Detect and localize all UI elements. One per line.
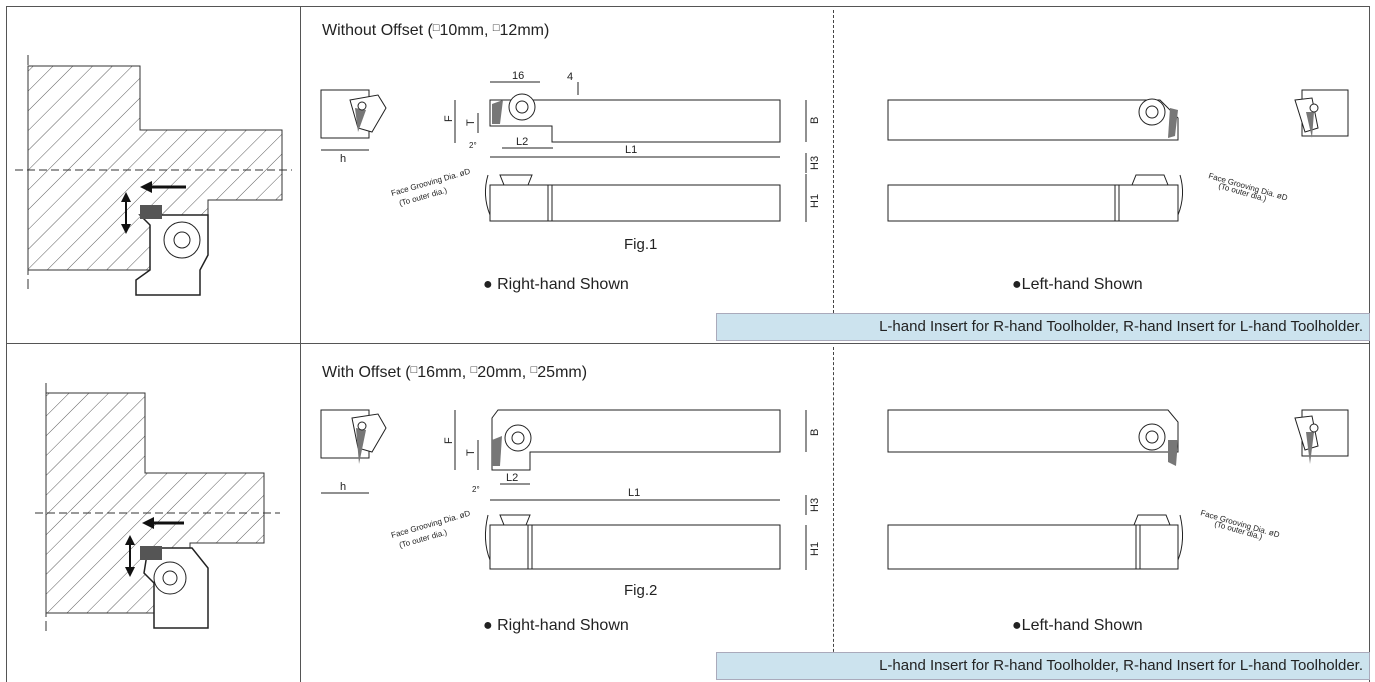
column-divider	[300, 6, 301, 682]
svg-text:L1: L1	[628, 487, 640, 499]
svg-text:B: B	[809, 117, 821, 124]
svg-text:h: h	[340, 153, 346, 165]
figure-label-2: Fig.2	[624, 582, 658, 599]
center-dash-line-1	[833, 10, 834, 338]
center-dash-line-2	[833, 347, 834, 667]
right-hand-caption-2: ● Right-hand Shown	[483, 617, 629, 634]
machining-illustration-2	[35, 383, 280, 635]
svg-text:H3: H3	[809, 156, 821, 170]
svg-text:16: 16	[512, 70, 524, 82]
svg-text:L1: L1	[625, 144, 637, 156]
svg-text:2°: 2°	[469, 141, 477, 150]
svg-text:2°: 2°	[472, 485, 480, 494]
svg-text:H1: H1	[809, 194, 821, 208]
insert-note-1: L-hand Insert for R-hand Toolholder, R-h…	[716, 313, 1370, 341]
svg-text:L2: L2	[506, 472, 518, 484]
table-frame	[6, 6, 1370, 682]
svg-text:F: F	[443, 437, 455, 444]
machining-illustration-1	[15, 55, 292, 296]
left-hand-tool-view-1: Face Grooving Dia. øD (To outer dia.)	[887, 89, 1349, 222]
section-heading-2: With Offset (□16mm, □20mm, □25mm)	[322, 364, 588, 381]
svg-text:4: 4	[567, 71, 573, 83]
left-hand-caption-2: ●Left-hand Shown	[1012, 617, 1143, 634]
section-heading-1: Without Offset (□10mm, □12mm)	[322, 22, 550, 39]
svg-text:B: B	[809, 429, 821, 436]
svg-text:T: T	[465, 119, 477, 126]
right-hand-tool-top-view-2: F T B H3 H1 L1 L2 h 2° Face Grooving Dia…	[320, 409, 821, 570]
figure-label-1: Fig.1	[624, 236, 658, 253]
right-hand-caption-1: ● Right-hand Shown	[483, 276, 629, 293]
left-hand-caption-1: ●Left-hand Shown	[1012, 276, 1143, 293]
svg-text:h: h	[340, 481, 346, 493]
svg-text:L2: L2	[516, 136, 528, 148]
svg-text:H1: H1	[809, 542, 821, 556]
svg-text:H3: H3	[809, 498, 821, 512]
svg-text:F: F	[443, 115, 455, 122]
insert-note-2: L-hand Insert for R-hand Toolholder, R-h…	[716, 652, 1370, 680]
row-divider	[6, 343, 1370, 344]
svg-text:T: T	[465, 449, 477, 456]
right-hand-tool-top-view-1: 16 4 F T B H3 H1 L1 L2 h 2° Face Groovin…	[320, 70, 821, 222]
